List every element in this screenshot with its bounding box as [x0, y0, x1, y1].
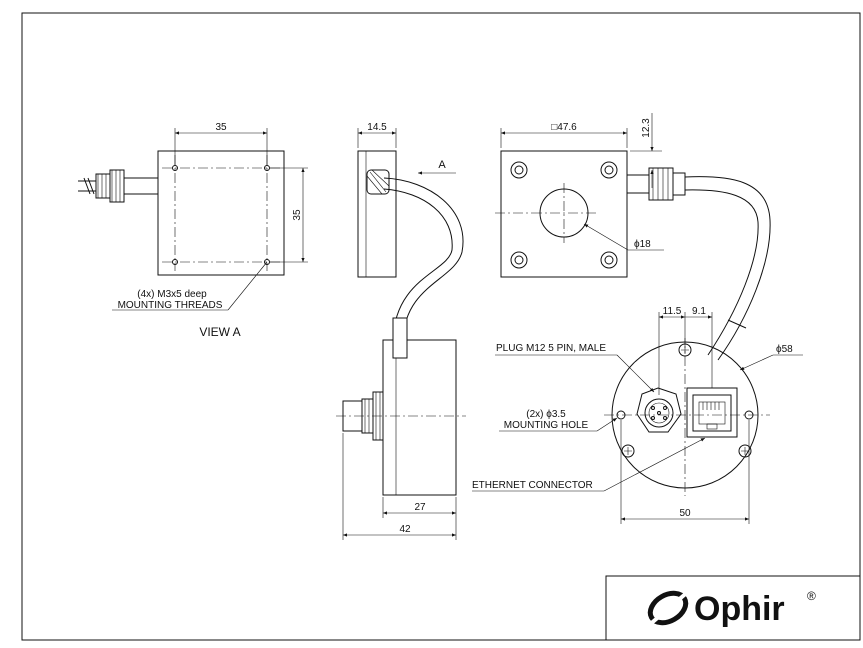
dim-hole-spacing: 50: [679, 508, 691, 519]
mounting-hole-label: MOUNTING HOLE: [504, 420, 589, 431]
dim-side-thickness: 14.5: [367, 122, 387, 133]
brand-mark: ®: [807, 589, 816, 603]
mounting-hole: [744, 410, 754, 420]
front-view: □47.6 12.3 ϕ18: [495, 113, 771, 361]
arrow-a-label: A: [438, 159, 446, 171]
dim-overall-depth: 42: [399, 524, 411, 535]
side-cable: [383, 177, 464, 341]
thread-hole: [264, 259, 270, 265]
plug-label: PLUG M12 5 PIN, MALE: [496, 343, 606, 354]
front-plate: [500, 150, 628, 278]
logo-box: Ophir ®: [605, 575, 861, 641]
dim-top-height: 35: [292, 209, 303, 221]
threads-label-2: MOUNTING THREADS: [118, 300, 223, 311]
dim-body-depth: 27: [414, 502, 426, 513]
view-a-body: [157, 150, 285, 276]
front-cable: [684, 176, 771, 361]
ophir-logo-icon: [646, 588, 692, 628]
thread-hole: [172, 165, 178, 171]
thread-hole: [264, 165, 270, 171]
hole-diameter-label: (2x) ϕ3.5: [526, 409, 566, 420]
m12-plug: [636, 387, 682, 433]
drawing-frame: [21, 12, 861, 641]
side-view: 14.5 A: [357, 122, 464, 341]
dim-front-square: □47.6: [551, 122, 577, 133]
ethernet-label: ETHERNET CONNECTOR: [472, 480, 593, 491]
thread-hole: [172, 259, 178, 265]
view-a-title: VIEW A: [199, 325, 240, 339]
dim-connector-a: 11.5: [663, 306, 682, 317]
view-a-cable: [78, 177, 96, 195]
dim-connector-b: 9.1: [692, 306, 706, 317]
dim-front-offset: 12.3: [641, 118, 652, 138]
brand-name: Ophir: [694, 590, 785, 628]
bottom-side-view: 27 42: [336, 317, 466, 540]
view-a: 35 35 (4x) M3x5 deep MOUNTING THREADS VI…: [78, 122, 308, 339]
sensor-body-side: [382, 339, 457, 496]
threads-label-1: (4x) M3x5 deep: [137, 289, 207, 300]
mounting-hole: [616, 410, 626, 420]
side-plate: [357, 150, 397, 278]
dim-bore-diameter: ϕ18: [634, 239, 651, 250]
dim-top-width: 35: [215, 122, 227, 133]
rear-view: 11.5 9.1 ϕ58 50 PLUG M12 5 PIN, MALE (2x…: [472, 306, 803, 524]
dim-body-diameter: ϕ58: [776, 344, 793, 355]
